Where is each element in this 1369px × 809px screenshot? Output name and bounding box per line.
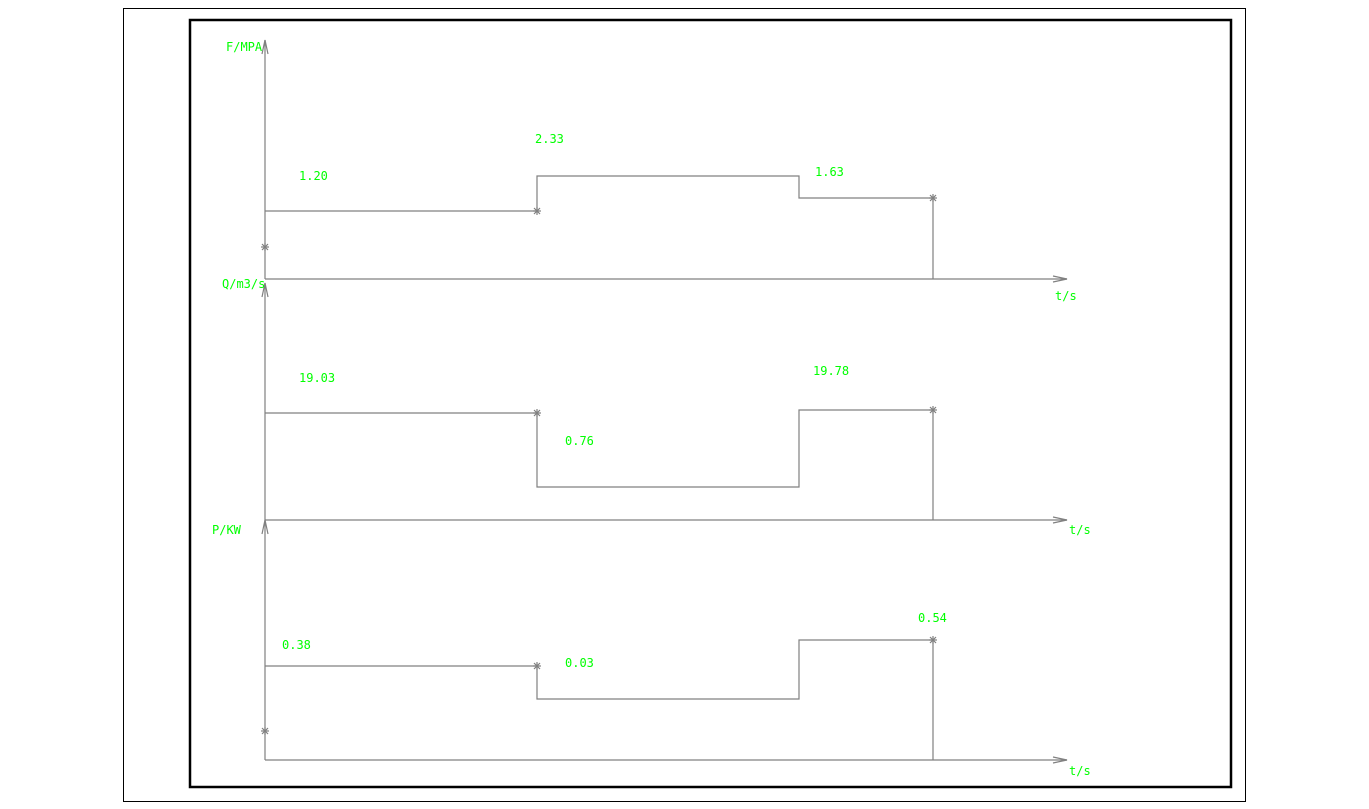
star-marker <box>929 636 937 644</box>
chart-1-step-series <box>265 175 934 279</box>
star-marker <box>261 243 269 251</box>
star-marker <box>533 207 541 215</box>
chart-3-ylabel: P/KW <box>212 523 242 537</box>
chart-1-xlabel: t/s <box>1055 289 1077 303</box>
chart-2-y-axis-arrow <box>261 282 269 298</box>
chart-1-value-label: 2.33 <box>535 132 564 146</box>
chart-1-ylabel: F/MPA <box>226 40 263 54</box>
star-marker <box>929 194 937 202</box>
chart-2-value-label: 0.76 <box>565 434 594 448</box>
chart-2-x-axis-arrow <box>1052 516 1068 524</box>
chart-2-value-label: 19.03 <box>299 371 335 385</box>
chart-1-y-axis-arrow <box>261 39 269 55</box>
chart-2-ylabel: Q/m3/s <box>222 277 265 291</box>
chart-2-step-series <box>265 409 934 520</box>
chart-1-value-label: 1.20 <box>299 169 328 183</box>
chart-3-step-series <box>265 639 934 760</box>
chart-1-x-axis-arrow <box>1052 275 1068 283</box>
chart-3-x-axis-arrow <box>1052 756 1068 764</box>
star-marker <box>533 409 541 417</box>
chart-3-value-label: 0.03 <box>565 656 594 670</box>
chart-1-value-label: 1.63 <box>815 165 844 179</box>
chart-3-value-label: 0.54 <box>918 611 947 625</box>
star-marker <box>929 406 937 414</box>
chart-2-value-label: 19.78 <box>813 364 849 378</box>
chart-3-y-axis-arrow <box>261 519 269 535</box>
outer-sheet-border <box>123 8 1246 802</box>
chart-2-xlabel: t/s <box>1069 523 1091 537</box>
inner-drawing-frame <box>188 18 1233 789</box>
chart-3-xlabel: t/s <box>1069 764 1091 778</box>
star-marker <box>533 662 541 670</box>
star-marker <box>261 727 269 735</box>
chart-3-value-label: 0.38 <box>282 638 311 652</box>
